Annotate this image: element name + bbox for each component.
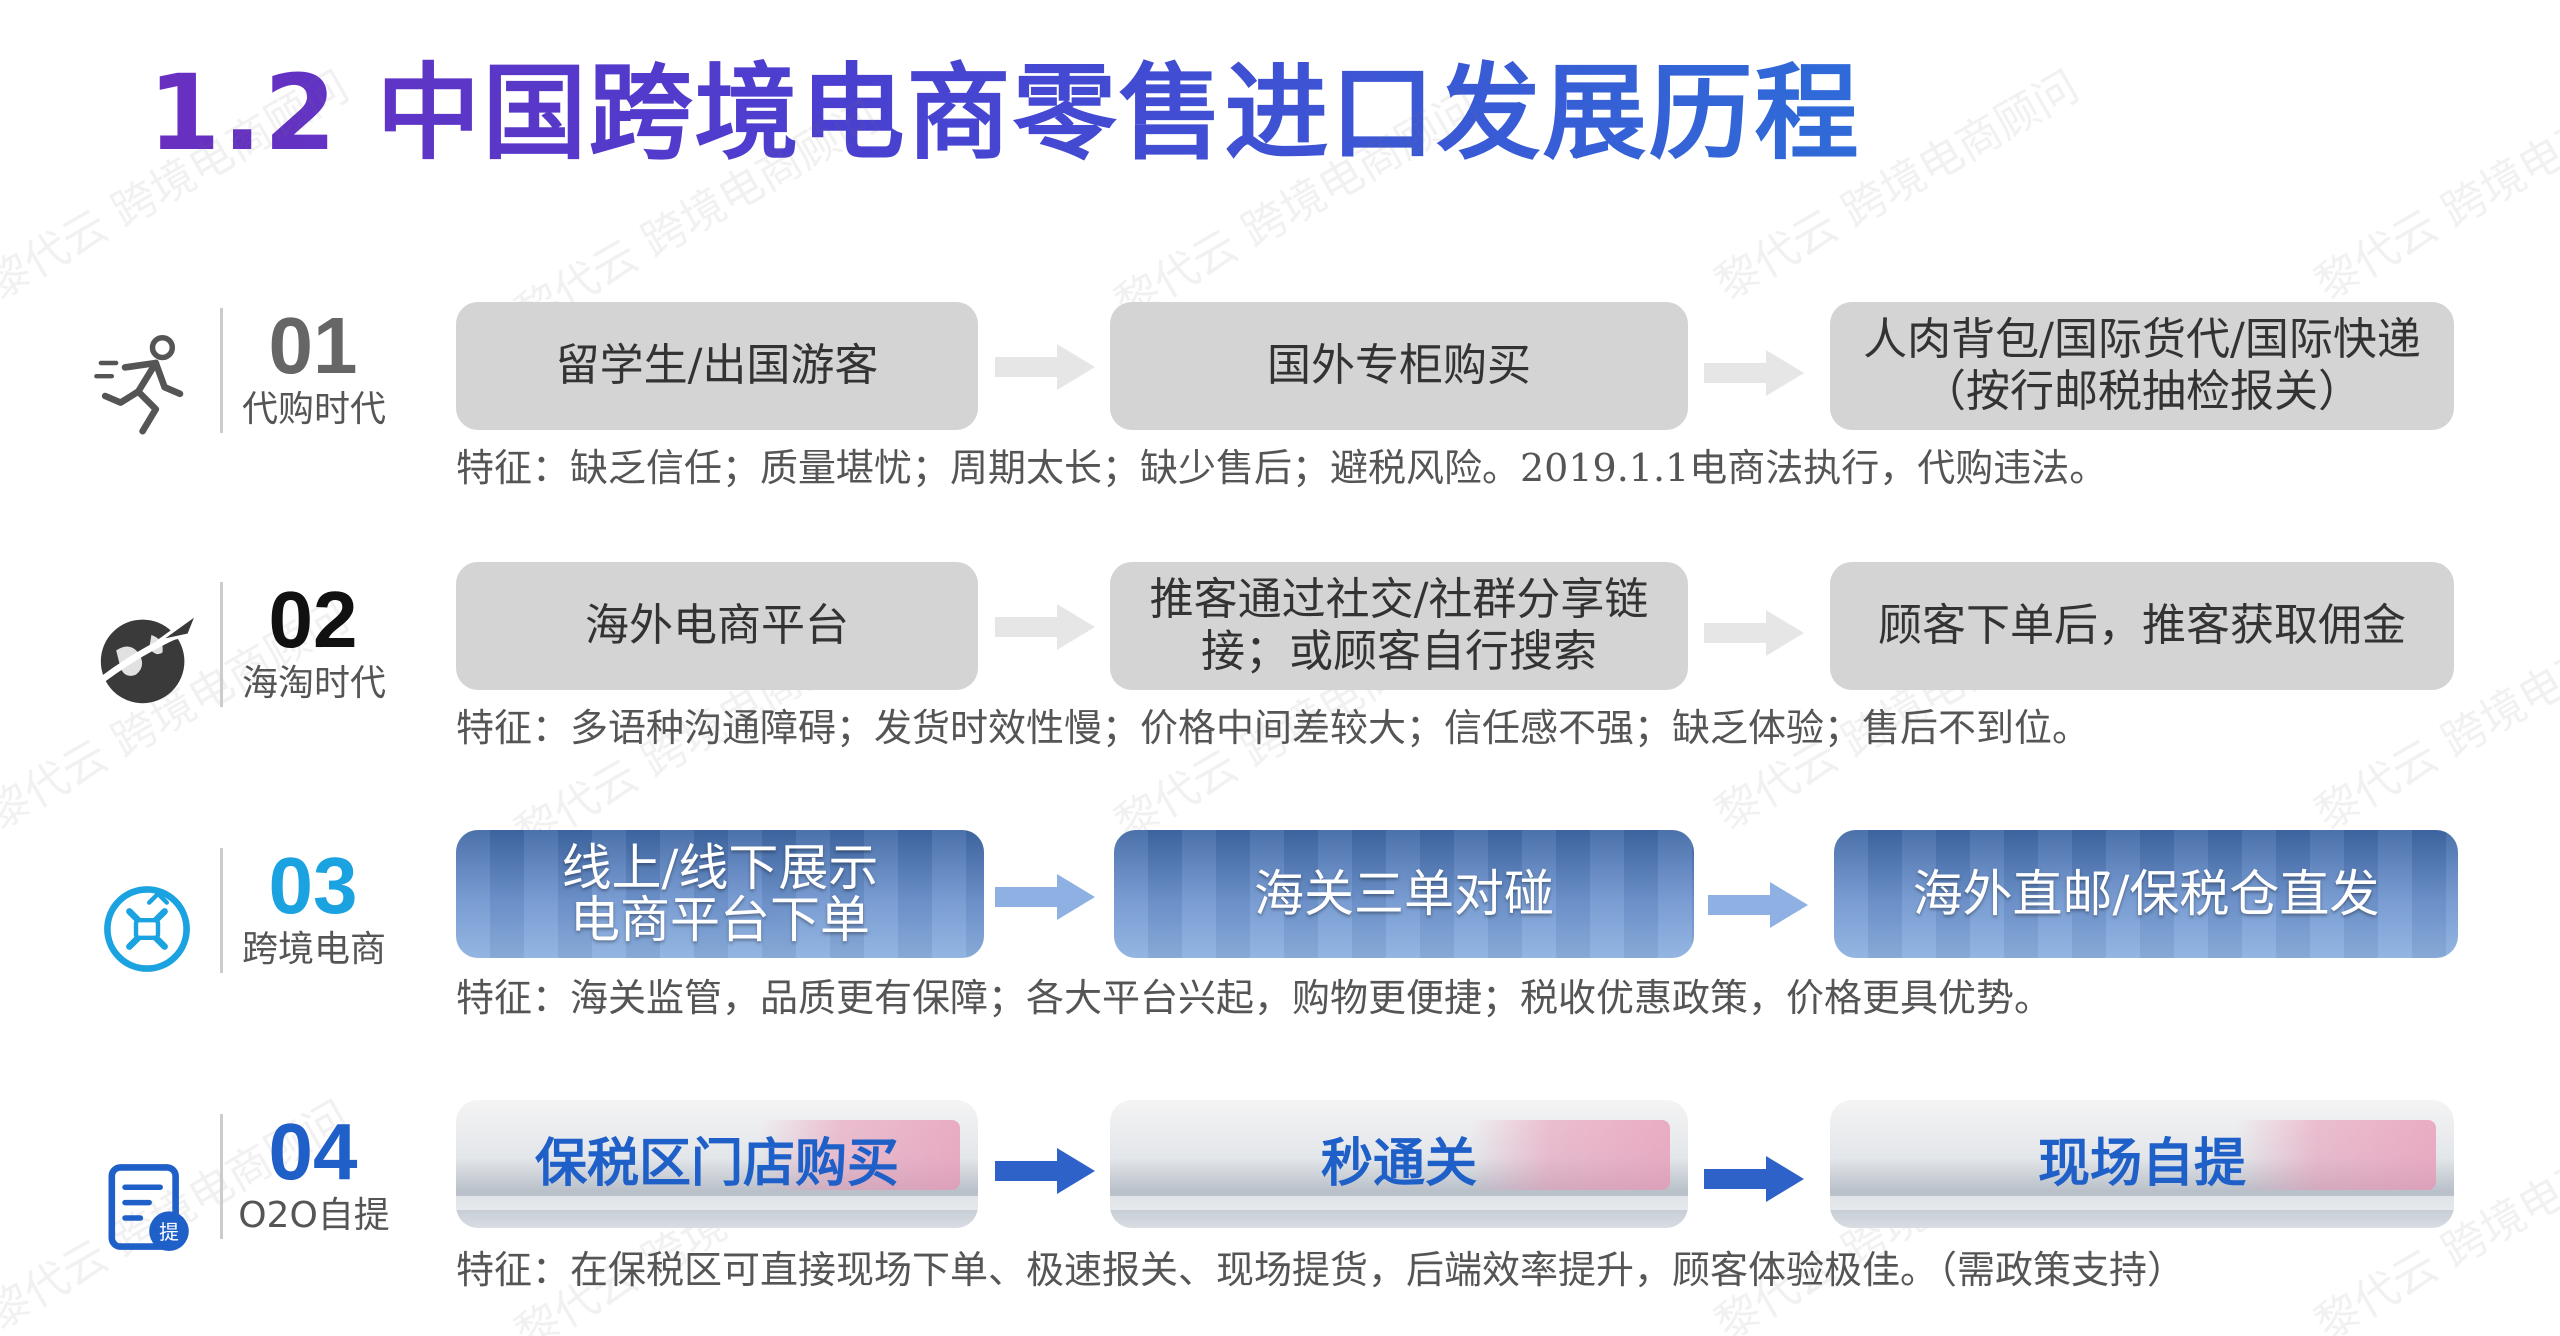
step-box: 人肉背包/国际货代/国际快递 （按行邮税抽检报关）: [1830, 302, 2454, 430]
era-number: 04: [268, 1107, 358, 1196]
step-box: 推客通过社交/社群分享链 接；或顾客自行搜索: [1110, 562, 1688, 690]
step-box: 顾客下单后，推客获取佣金: [1830, 562, 2454, 690]
era-number: 01: [268, 301, 358, 390]
era-feature: 特征：缺乏信任；质量堪忧；周期太长；缺少售后；避税风险。2019.1.1电商法执…: [456, 446, 2108, 490]
era-divider: [220, 308, 223, 433]
storefront-sign: [1470, 1120, 1670, 1190]
pickup-receipt-icon: 提: [92, 1152, 202, 1262]
era-feature: 特征：在保税区可直接现场下单、极速报关、现场提货，后端效率提升，顾客体验极佳。（…: [456, 1248, 2186, 1292]
storefront-strip: [1830, 1196, 2454, 1210]
step-label: 保税区门店购买: [534, 1134, 899, 1194]
watermark: 黎代云 跨境电商顾问: [2306, 61, 2560, 311]
storefront-strip: [1110, 1196, 1688, 1210]
svg-text:提: 提: [159, 1221, 179, 1244]
arrow-right-icon: [1704, 608, 1804, 658]
step-box: 海外直邮/保税仓直发: [1834, 830, 2458, 958]
step-label: （按行邮税抽检报关）: [1922, 366, 2362, 417]
step-label: 留学生/出国游客: [555, 340, 879, 391]
step-box: 线上/线下展示 电商平台下单: [456, 830, 984, 958]
step-label: 电商平台下单: [569, 891, 870, 949]
page-title: 1.2 中国跨境电商零售进口发展历程: [148, 48, 1860, 178]
era-row-03: 03 跨境电商 线上/线下展示 电商平台下单 海关三单对碰 海外直邮/保税仓直发…: [0, 826, 2560, 1046]
step-box: 现场自提: [1830, 1100, 2454, 1228]
step-label: 人肉背包/国际货代/国际快递: [1863, 314, 2421, 365]
step-label: 海关三单对碰: [1254, 865, 1554, 923]
arrow-right-icon: [995, 602, 1095, 652]
era-name: 代购时代: [241, 389, 386, 430]
step-label: 推客通过社交/社群分享链: [1149, 574, 1649, 625]
step-box: 保税区门店购买: [456, 1100, 978, 1228]
globe-plane-icon: [92, 602, 202, 712]
era-divider: [220, 1114, 223, 1239]
step-box: 国外专柜购买: [1110, 302, 1688, 430]
era-row-02: 02 海淘时代 海外电商平台 推客通过社交/社群分享链 接；或顾客自行搜索 顾客…: [0, 560, 2560, 780]
era-number: 02: [268, 575, 358, 664]
step-box: 留学生/出国游客: [456, 302, 978, 430]
arrow-right-icon: [1704, 1154, 1804, 1204]
arrow-right-icon: [995, 342, 1095, 392]
step-label: 现场自提: [2037, 1134, 2246, 1194]
arrow-right-icon: [995, 872, 1095, 922]
step-label: 线上/线下展示: [561, 839, 879, 897]
step-box: 海关三单对碰: [1114, 830, 1694, 958]
step-label: 海外电商平台: [585, 600, 849, 651]
era-name: 跨境电商: [241, 929, 386, 970]
step-label: 国外专柜购买: [1267, 340, 1531, 391]
arrow-right-icon: [1704, 348, 1804, 398]
era-row-01: 01 代购时代 留学生/出国游客 国外专柜购买 人肉背包/国际货代/国际快递 （…: [0, 300, 2560, 520]
storefront-sign: [2236, 1120, 2436, 1190]
step-label: 海外直邮/保税仓直发: [1912, 865, 2380, 923]
era-name: O2O自提: [238, 1195, 390, 1236]
running-man-icon: [92, 330, 202, 440]
storefront-strip: [456, 1196, 978, 1210]
arrow-right-icon: [1708, 880, 1808, 930]
step-label: 顾客下单后，推客获取佣金: [1878, 600, 2406, 651]
era-row-04: 提 04 O2O自提 保税区门店购买 秒通关 现场自提 特征：在保税区可直接现场…: [0, 1100, 2560, 1320]
era-feature: 特征：多语种沟通障碍；发货时效性慢；价格中间差较大；信任感不强；缺乏体验；售后不…: [456, 706, 2091, 750]
era-feature: 特征：海关监管，品质更有保障；各大平台兴起，购物更便捷；税收优惠政策，价格更具优…: [456, 976, 2053, 1020]
era-name: 海淘时代: [241, 663, 386, 704]
arrow-right-icon: [995, 1146, 1095, 1196]
step-label: 秒通关: [1320, 1134, 1477, 1194]
era-divider: [220, 582, 223, 707]
era-number: 03: [268, 841, 358, 930]
step-box: 秒通关: [1110, 1100, 1688, 1228]
step-label: 接；或顾客自行搜索: [1200, 626, 1597, 677]
era-divider: [220, 848, 223, 973]
step-box: 海外电商平台: [456, 562, 978, 690]
storefront-sign: [760, 1120, 960, 1190]
cross-border-icon: [92, 874, 202, 984]
